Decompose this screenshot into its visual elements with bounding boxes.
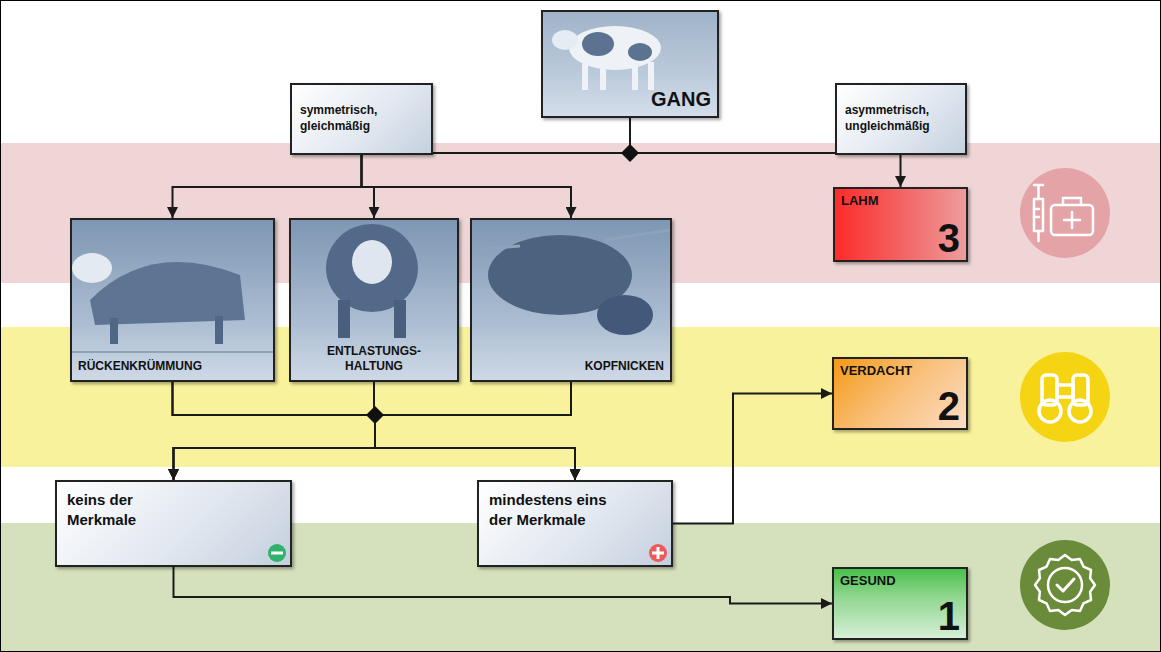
minus-symbol	[268, 544, 286, 562]
head-nodding-photo	[470, 218, 672, 382]
node-text: GESUND	[840, 573, 960, 589]
node-text: symmetrisch, gleichmäßig	[300, 103, 423, 134]
connector	[673, 394, 832, 524]
result-box: GESUND 1	[832, 567, 968, 640]
branch-label-box: asymmetrisch, ungleichmäßig	[835, 83, 967, 155]
condition-box: keins der Merkmale	[55, 480, 292, 567]
node-number: 2	[938, 386, 960, 426]
result-box: VERDACHT 2	[832, 357, 968, 430]
node-text: ENTLASTUNGS- HALTUNG	[318, 344, 430, 374]
node-text: asymmetrisch, ungleichmäßig	[845, 103, 957, 134]
connector	[173, 382, 376, 480]
result-box: LAHM 3	[833, 187, 968, 262]
connector	[900, 155, 902, 187]
node-text: mindestens eins der Merkmale	[489, 490, 621, 531]
node-number: 1	[938, 596, 960, 636]
connector	[375, 382, 575, 480]
node-text: KOPFNICKEN	[585, 359, 664, 374]
node-number: 3	[938, 218, 960, 258]
back-arch-photo	[70, 218, 275, 382]
connector	[630, 118, 835, 153]
gait-photo	[541, 10, 719, 118]
condition-box: mindestens eins der Merkmale	[477, 480, 673, 567]
plus-symbol	[649, 544, 667, 562]
node-text: RÜCKENKRÜMMUNG	[78, 359, 202, 374]
branch-label-box: symmetrisch, gleichmäßig	[290, 83, 433, 155]
connector	[362, 155, 572, 218]
sign-photo-box: ENTLASTUNGS- HALTUNG	[289, 218, 459, 382]
sign-photo-box: KOPFNICKEN	[470, 218, 672, 382]
gait-photo-box: GANG	[541, 10, 719, 118]
connector	[174, 382, 376, 480]
node-text: VERDACHT	[840, 363, 960, 379]
node-text: LAHM	[841, 193, 960, 209]
connector	[174, 567, 833, 604]
sign-photo-box: RÜCKENKRÜMMUNG	[70, 218, 275, 382]
healthy-icon	[1020, 540, 1110, 630]
node-text: GANG	[651, 88, 711, 110]
relief-posture-photo	[289, 218, 459, 382]
observation-icon	[1020, 352, 1110, 442]
treatment-icon	[1020, 168, 1110, 258]
node-text: keins der Merkmale	[67, 490, 187, 531]
connector	[173, 382, 576, 480]
junction-diamond	[621, 144, 639, 162]
junction-diamond	[366, 406, 384, 424]
connector	[433, 118, 630, 153]
connector	[174, 382, 572, 480]
connector	[374, 382, 575, 480]
connector	[173, 155, 362, 218]
